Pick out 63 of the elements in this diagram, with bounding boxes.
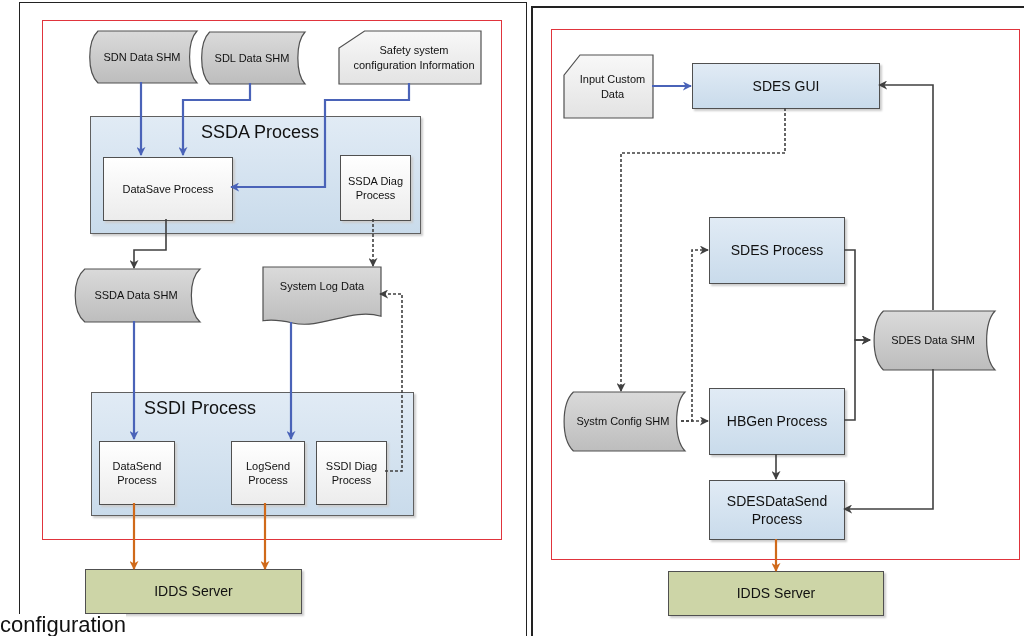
node-label: DataSend Process bbox=[111, 458, 163, 488]
process-box bbox=[709, 217, 845, 284]
input-card-shape bbox=[564, 55, 653, 118]
arrow bbox=[652, 81, 692, 91]
node-label: LogSend Process bbox=[244, 458, 291, 488]
server-box bbox=[85, 569, 302, 614]
node-label: HBGen Process bbox=[726, 412, 828, 431]
process-box bbox=[709, 388, 845, 455]
node-label: SDES Data SHM bbox=[891, 333, 975, 348]
arrow bbox=[843, 335, 871, 421]
input-card-shape bbox=[339, 31, 481, 84]
arrow bbox=[286, 322, 296, 440]
node-label: SDESDataSend Process bbox=[725, 491, 829, 529]
arrow bbox=[368, 218, 378, 267]
arrow bbox=[129, 218, 167, 269]
boundary-frame bbox=[42, 20, 502, 540]
node-label: IDDS Server bbox=[154, 582, 233, 601]
arrow bbox=[878, 80, 934, 311]
document-shape bbox=[263, 267, 381, 323]
process-box bbox=[340, 155, 411, 221]
stray-text: configuration bbox=[0, 614, 126, 636]
process-box bbox=[103, 157, 233, 221]
server-box bbox=[668, 571, 884, 616]
stored-data-shape bbox=[561, 392, 685, 451]
stored-data-shape bbox=[871, 311, 995, 370]
process-group bbox=[90, 116, 421, 234]
arrow bbox=[136, 82, 146, 156]
arrow bbox=[230, 83, 411, 192]
node-label: SDES Process bbox=[730, 241, 824, 260]
process-box bbox=[692, 63, 880, 109]
node-label: Systm Config SHM bbox=[576, 414, 670, 429]
node-label: IDDS Server bbox=[736, 584, 816, 603]
stored-data-shape bbox=[87, 31, 197, 83]
node-label: SDN Data SHM bbox=[103, 49, 181, 65]
node-label: Safety system configuration Information bbox=[352, 43, 476, 72]
arrow bbox=[129, 321, 139, 440]
process-box bbox=[316, 441, 387, 505]
stored-data-shape bbox=[199, 32, 305, 84]
process-box bbox=[231, 441, 305, 505]
process-group bbox=[91, 392, 414, 516]
group-title: SSDI Process bbox=[144, 397, 257, 420]
arrow bbox=[680, 245, 709, 422]
stored-data-shape bbox=[72, 269, 200, 322]
node-label: SSDA Diag Process bbox=[347, 173, 404, 203]
arrow bbox=[260, 503, 270, 570]
arrow bbox=[129, 503, 139, 570]
arrow bbox=[771, 453, 781, 480]
arrow bbox=[771, 539, 781, 572]
node-label: SDL Data SHM bbox=[214, 50, 290, 66]
node-label: System Log Data bbox=[279, 279, 365, 294]
arrow bbox=[616, 107, 786, 392]
node-label: Input Custom Data bbox=[578, 72, 647, 101]
node-label: SSDI Diag Process bbox=[324, 458, 379, 488]
process-box bbox=[709, 480, 845, 540]
node-label: DataSave Process bbox=[122, 181, 214, 197]
node-label: SDES GUI bbox=[752, 76, 820, 96]
group-title: SSDA Process bbox=[201, 121, 320, 144]
boundary-frame bbox=[551, 29, 1020, 560]
arrow bbox=[843, 368, 934, 514]
process-box bbox=[99, 441, 175, 505]
arrow bbox=[379, 289, 403, 472]
arrow bbox=[178, 83, 252, 156]
node-label: SSDA Data SHM bbox=[94, 288, 178, 303]
